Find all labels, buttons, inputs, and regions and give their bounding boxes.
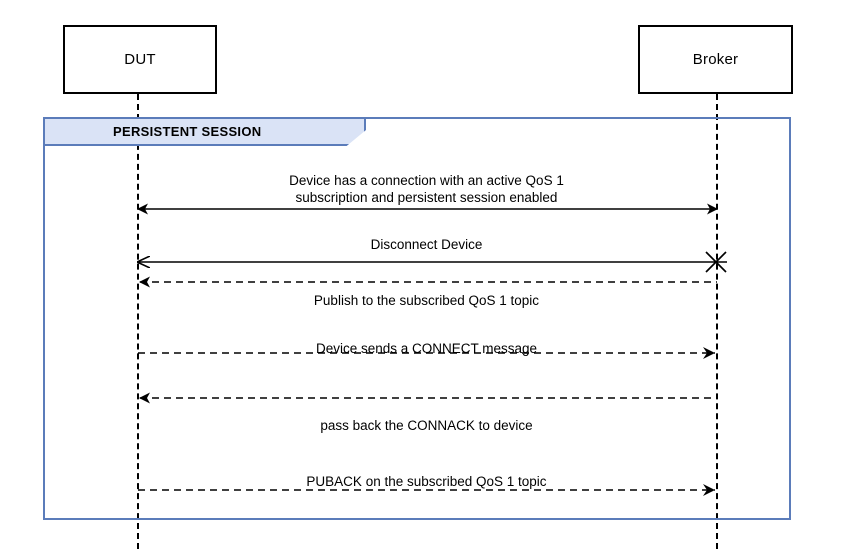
- participant-label-dut: DUT: [124, 51, 156, 68]
- fragment-persistent-session: [43, 117, 791, 520]
- lifeline-broker: [716, 94, 718, 549]
- message-label-m2: Disconnect Device: [137, 236, 716, 253]
- fragment-label: PERSISTENT SESSION: [113, 124, 262, 139]
- participant-box-broker[interactable]: Broker: [638, 25, 793, 94]
- message-label-m6: PUBACK on the subscribed QoS 1 topic: [137, 473, 716, 490]
- message-label-m3-text: Publish to the subscribed QoS 1 topic: [313, 293, 540, 308]
- message-label-m2-text: Disconnect Device: [370, 237, 483, 252]
- message-label-m5-text: pass back the CONNACK to device: [320, 418, 533, 433]
- fragment-header: PERSISTENT SESSION: [43, 117, 366, 146]
- message-label-m5: pass back the CONNACK to device: [137, 417, 716, 434]
- message-label-m1: Device has a connection with an active Q…: [137, 172, 716, 206]
- message-label-m3: Publish to the subscribed QoS 1 topic: [137, 292, 716, 309]
- message-arrow-m1: [137, 203, 718, 215]
- participant-label-broker: Broker: [692, 51, 739, 68]
- destroy-marker-broker: [705, 251, 727, 273]
- message-arrow-m3: [139, 276, 717, 288]
- participant-box-dut[interactable]: DUT: [63, 25, 217, 94]
- message-arrow-m2: [130, 254, 727, 272]
- message-label-m1-line1: Device has a connection with an active Q…: [289, 173, 564, 188]
- message-arrow-m5: [139, 392, 717, 404]
- lifeline-dut: [137, 94, 139, 549]
- message-arrow-m6: [138, 484, 715, 496]
- message-label-m1-line2: subscription and persistent session enab…: [295, 190, 558, 205]
- message-arrow-m4: [138, 347, 715, 359]
- message-label-m6-text: PUBACK on the subscribed QoS 1 topic: [306, 474, 547, 489]
